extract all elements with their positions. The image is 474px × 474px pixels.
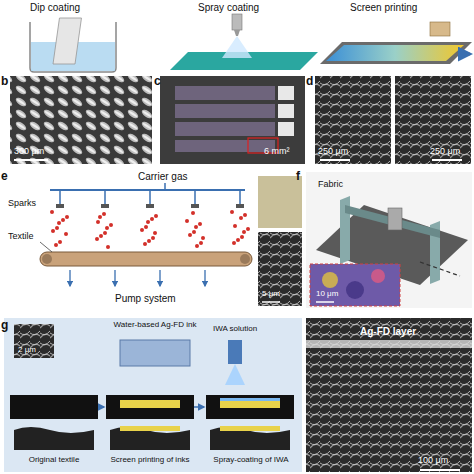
spark-dot bbox=[246, 227, 250, 231]
spark-dot bbox=[191, 211, 195, 215]
sem-image bbox=[10, 76, 152, 164]
spark-ablation-illustration bbox=[40, 183, 252, 286]
spark-dot bbox=[199, 241, 203, 245]
panel-letter: b bbox=[1, 75, 8, 88]
spark-dot bbox=[153, 231, 157, 235]
spark-dot bbox=[95, 237, 99, 241]
sem-image bbox=[306, 318, 472, 472]
spark-dot bbox=[106, 245, 110, 249]
panel-letter: g bbox=[1, 319, 8, 332]
scale-label: 2 μm bbox=[18, 346, 36, 355]
spark-dot bbox=[151, 236, 155, 240]
sem-image bbox=[315, 76, 391, 164]
method-title: Spray coating bbox=[198, 2, 259, 13]
spark-dot bbox=[185, 219, 189, 223]
screen-printing-illustration bbox=[320, 22, 472, 64]
dip-coating-illustration bbox=[30, 18, 116, 72]
spark-dot bbox=[195, 244, 199, 248]
spark-dot bbox=[198, 222, 202, 226]
spark-dot bbox=[240, 235, 244, 239]
spark-dot bbox=[144, 225, 148, 229]
spark-dot bbox=[102, 212, 106, 216]
fabric-photo bbox=[160, 76, 305, 164]
spray-coating-illustration bbox=[170, 14, 318, 70]
spark-dot bbox=[239, 216, 243, 220]
method-title: Dip coating bbox=[30, 2, 80, 13]
panel-letter: c bbox=[154, 75, 161, 88]
spark-dot bbox=[140, 228, 144, 232]
spark-dot bbox=[105, 226, 109, 230]
spark-dot bbox=[57, 221, 61, 225]
spark-dot bbox=[109, 223, 113, 227]
spark-dot bbox=[51, 229, 55, 233]
spark-dot bbox=[96, 220, 100, 224]
scale-label: 300 μm bbox=[14, 147, 44, 157]
printer-illustration bbox=[306, 172, 472, 308]
scale-label: 6 mm² bbox=[264, 147, 290, 157]
step-label: IWA solution bbox=[205, 325, 265, 334]
scale-label: 5 μm bbox=[262, 290, 280, 299]
panel-letter: f bbox=[296, 170, 300, 183]
spark-dot bbox=[103, 231, 107, 235]
spark-dot bbox=[147, 239, 151, 243]
step-label: Original textile bbox=[6, 456, 102, 465]
spark-dot bbox=[64, 232, 68, 236]
step-label: Spray-coating of IWA bbox=[202, 456, 300, 465]
spark-dot bbox=[146, 220, 150, 224]
scale-label: 10 μm bbox=[316, 290, 338, 299]
spark-dot bbox=[233, 224, 237, 228]
spark-dot bbox=[58, 240, 62, 244]
spark-dot bbox=[192, 230, 196, 234]
spark-dot bbox=[188, 233, 192, 237]
layer-label: Ag-FD layer bbox=[360, 326, 416, 337]
spark-dot bbox=[194, 225, 198, 229]
spark-dot bbox=[50, 210, 54, 214]
spark-dot bbox=[61, 218, 65, 222]
method-title: Screen printing bbox=[350, 2, 417, 13]
spark-dot bbox=[54, 243, 58, 247]
process-illustration bbox=[4, 318, 302, 472]
scale-label: 100 μm bbox=[418, 456, 448, 466]
step-label: Water-based Ag-FD ink bbox=[110, 321, 200, 330]
spark-dot bbox=[99, 234, 103, 238]
spark-dot bbox=[201, 236, 205, 240]
spark-dot bbox=[55, 226, 59, 230]
scale-label: 250 μm bbox=[318, 147, 348, 157]
fabric-photo bbox=[258, 176, 302, 228]
part-label: Sparks bbox=[8, 199, 36, 209]
spark-dot bbox=[230, 210, 234, 214]
spark-dot bbox=[154, 214, 158, 218]
sem-image bbox=[395, 76, 471, 164]
spark-dot bbox=[65, 215, 69, 219]
scale-label: 250 μm bbox=[430, 147, 460, 157]
step-label: Screen printing of inks bbox=[100, 456, 200, 465]
part-label: Textile bbox=[8, 232, 34, 242]
panel-letter: d bbox=[306, 75, 313, 88]
spark-dot bbox=[243, 213, 247, 217]
part-label: Pump system bbox=[115, 293, 176, 304]
spark-dot bbox=[98, 215, 102, 219]
panel-letter: e bbox=[1, 170, 8, 183]
spark-dot bbox=[150, 217, 154, 221]
part-label: Carrier gas bbox=[138, 171, 187, 182]
sem-image bbox=[258, 232, 302, 306]
spark-dot bbox=[232, 241, 236, 245]
spark-dot bbox=[242, 230, 246, 234]
spark-dot bbox=[143, 242, 147, 246]
part-label: Fabric bbox=[318, 180, 343, 190]
spark-dot bbox=[236, 238, 240, 242]
